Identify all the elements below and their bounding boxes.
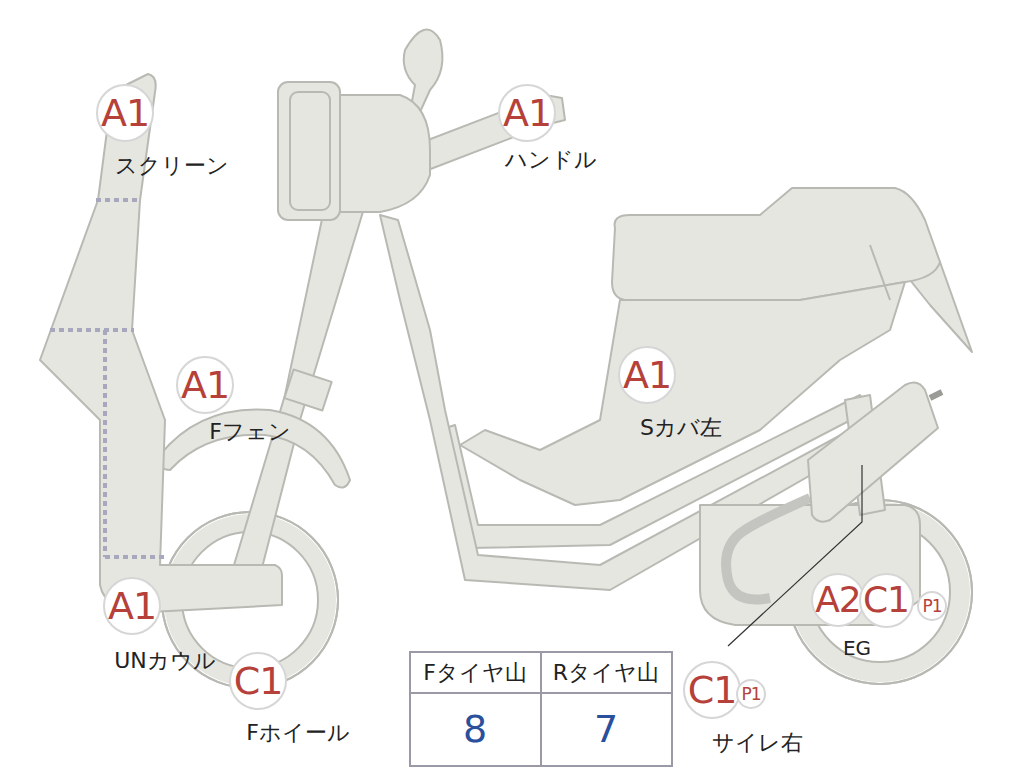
callout-code: C1: [863, 582, 909, 618]
table-cell: Rタイヤ山: [553, 661, 659, 685]
table-cell: 7: [594, 709, 618, 751]
callout-code: A1: [503, 94, 551, 132]
callout-code: A2: [815, 582, 861, 618]
part-name: EG: [843, 637, 871, 659]
table-cell: 8: [463, 709, 487, 751]
callout-circle: A2: [811, 573, 865, 627]
part-name: ハンドル: [505, 148, 597, 172]
callout-code: P1: [922, 598, 941, 615]
callout-code: A1: [108, 587, 156, 625]
callout-circle: C1: [229, 652, 287, 710]
part-name: UNカウル: [114, 649, 216, 673]
part-name: Fホイール: [246, 721, 350, 745]
callout-code: P1: [741, 686, 760, 703]
part-name: スクリーン: [115, 154, 229, 178]
callout-circle: P1: [736, 679, 766, 709]
callout-circle: A1: [498, 84, 556, 142]
callout-code: A1: [181, 366, 229, 404]
callout-code: C1: [688, 671, 737, 709]
part-name: Fフェン: [209, 420, 291, 444]
callout-circle: A1: [618, 346, 676, 404]
callout-code: C1: [234, 662, 283, 700]
callout-code: A1: [101, 94, 149, 132]
part-name: Sカバ左: [640, 416, 722, 440]
callout-circle: C1: [683, 661, 741, 719]
callout-circle: A1: [176, 356, 234, 414]
callout-circle: A1: [96, 84, 154, 142]
callout-code: A1: [623, 356, 671, 394]
part-name: サイレ右: [712, 731, 803, 755]
callout-circle: P1: [917, 591, 947, 621]
table-cell: Fタイヤ山: [423, 661, 527, 685]
callout-circle: C1: [859, 573, 914, 628]
callout-circle: A1: [103, 577, 161, 635]
